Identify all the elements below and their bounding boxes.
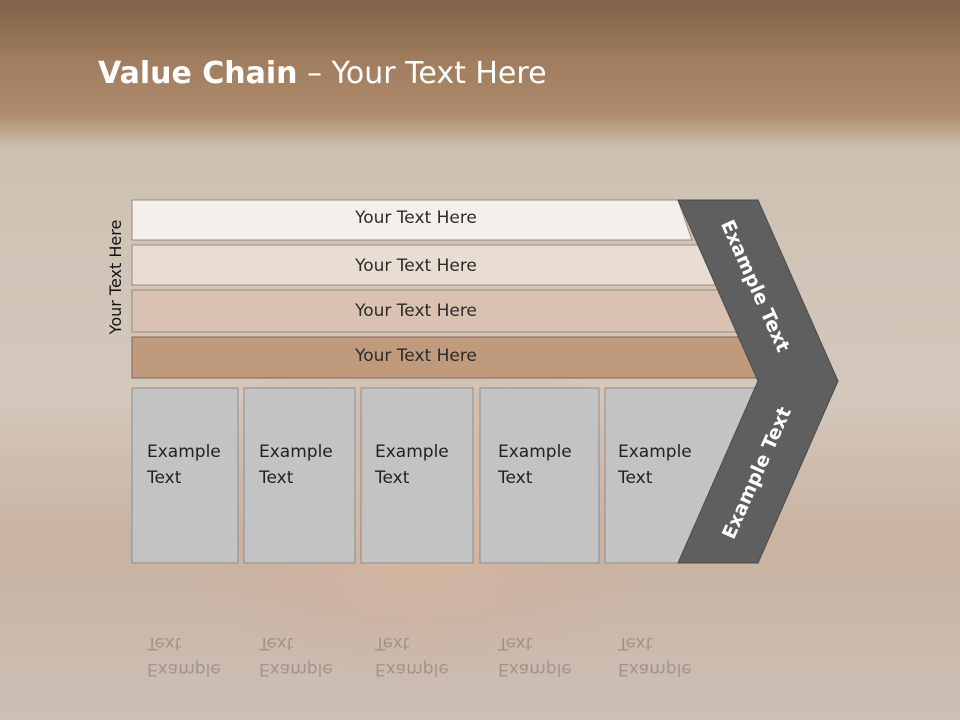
reflection-text-5: Example Text: [618, 630, 692, 682]
card-5-line2: Text: [618, 468, 653, 488]
slide-title: Value Chain – Your Text Here: [98, 56, 547, 91]
reflection-text-2: Example Text: [259, 630, 333, 682]
card-2-line2: Text: [259, 468, 294, 488]
reflection-1-line2: Text: [147, 633, 182, 653]
card-2-line1: Example: [259, 442, 333, 462]
reflection-4-line2: Text: [498, 633, 533, 653]
bar-3-text: Your Text Here: [355, 301, 477, 321]
reflection-text-3: Example Text: [375, 630, 449, 682]
card-4-line2: Text: [498, 468, 533, 488]
reflection-3-line1: Example: [375, 659, 449, 679]
reflection-1-line1: Example: [147, 659, 221, 679]
reflection-2-line1: Example: [259, 659, 333, 679]
card-3[interactable]: [360, 387, 474, 564]
card-3-line1: Example: [375, 442, 449, 462]
card-3-line2: Text: [375, 468, 410, 488]
reflection-4-line1: Example: [498, 659, 572, 679]
card-1-line1: Example: [147, 442, 221, 462]
bar-1[interactable]: [131, 199, 693, 241]
title-bold: Value Chain: [98, 56, 298, 91]
bar-1-text: Your Text Here: [355, 208, 477, 228]
header-band: [0, 0, 960, 150]
reflection-5-line1: Example: [618, 659, 692, 679]
card-4-line1: Example: [498, 442, 572, 462]
reflection-2-line2: Text: [259, 633, 294, 653]
title-rest: – Your Text Here: [297, 56, 547, 91]
cards-reflection: Example Text Example Text Example Text Exam…: [0, 562, 960, 720]
reflection-5-line2: Text: [618, 633, 653, 653]
chevron-arrow[interactable]: [677, 199, 839, 564]
card-2[interactable]: [243, 387, 356, 564]
reflection-text-1: Example Text: [147, 630, 221, 682]
bar-4-text: Your Text Here: [355, 346, 477, 366]
card-4[interactable]: [479, 387, 600, 564]
bar-2-text: Your Text Here: [355, 256, 477, 276]
reflection-text-4: Example Text: [498, 630, 572, 682]
card-5-line1: Example: [618, 442, 692, 462]
card-1-line2: Text: [147, 468, 182, 488]
reflection-3-line2: Text: [375, 633, 410, 653]
card-1[interactable]: [131, 387, 239, 564]
